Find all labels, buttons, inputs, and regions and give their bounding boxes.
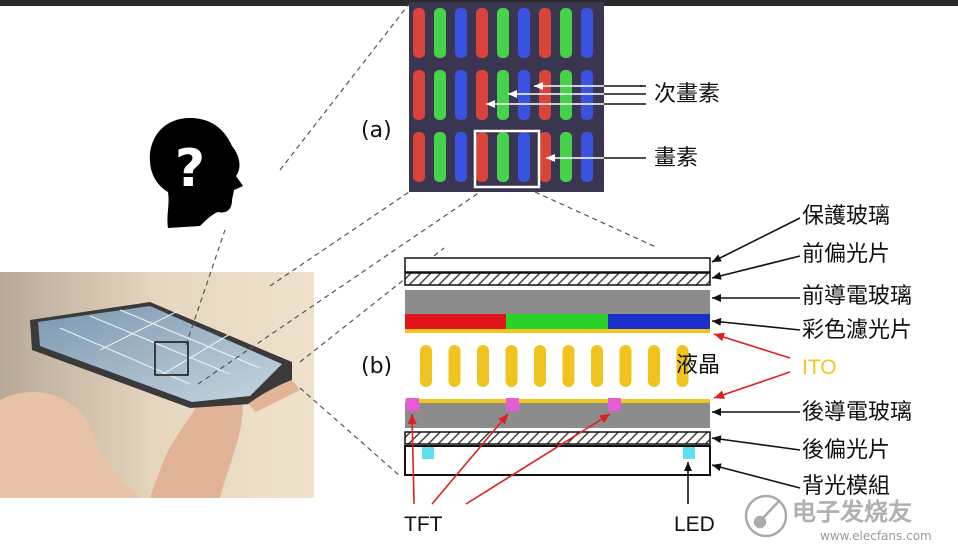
blue-filter	[608, 314, 710, 329]
subpixel-stripe	[413, 70, 425, 120]
subpixel-stripe	[413, 132, 425, 182]
layer-label-protective-glass: 保護玻璃	[802, 204, 891, 229]
smartphone-photo	[0, 272, 314, 498]
subpixel-stripe	[518, 70, 530, 120]
rear-polarizer-layer	[404, 431, 711, 445]
watermark-url: www.elecfans.com	[820, 529, 932, 543]
rear-conductive-glass-layer	[405, 403, 710, 428]
subpixel-stripe	[560, 70, 572, 120]
subpixel-stripe	[476, 132, 488, 182]
layer-label-color-filter: 彩色濾光片	[802, 318, 913, 343]
subpixel-stripe	[539, 132, 551, 182]
subpixel-stripe	[581, 70, 593, 120]
subpixel-pixel-arrows	[486, 82, 646, 162]
layer-label-backlight-module: 背光模組	[802, 474, 891, 499]
subpixel-stripe	[497, 132, 509, 182]
tft-3	[608, 398, 621, 411]
layer-label-rear-polarizer: 後偏光片	[802, 438, 891, 463]
layer-arrows	[684, 217, 801, 504]
rear-ito-layer	[405, 399, 710, 403]
subpixel-stripe	[476, 70, 488, 120]
red-filter	[405, 314, 506, 329]
layer-label-rear-conductive-glass: 後導電玻璃	[802, 400, 913, 425]
subpixel-stripe	[476, 8, 488, 58]
layer-label-front-conductive-glass: 前導電玻璃	[802, 284, 913, 309]
subpixel-stripe	[434, 132, 446, 182]
led-2	[683, 447, 695, 459]
front-conductive-glass-layer	[405, 290, 710, 314]
liquid-crystal-molecule	[448, 345, 461, 387]
subpixel-stripe	[518, 132, 530, 182]
subpixel-stripe	[539, 70, 551, 120]
green-filter	[506, 314, 608, 329]
front-ito-layer	[405, 329, 710, 333]
subpixel-stripe	[455, 132, 467, 182]
panel-b-label: (b)	[361, 354, 393, 379]
liquid-crystal-label: 液晶	[676, 353, 721, 378]
lcd-cross-section	[404, 257, 711, 476]
subpixel-stripe	[539, 8, 551, 58]
liquid-crystal-molecule	[420, 345, 432, 387]
subpixel-stripe	[581, 132, 593, 182]
head-question-icon: ?	[149, 118, 243, 228]
liquid-crystal-molecule	[619, 345, 632, 387]
tft-1	[406, 398, 419, 411]
subpixel-stripe	[413, 8, 425, 58]
protective-glass-layer	[404, 257, 711, 273]
tft-label: TFT	[404, 513, 443, 536]
subpixel-stripe	[581, 8, 593, 58]
liquid-crystal-molecule	[505, 345, 518, 387]
watermark-brand: 电子发烧友	[792, 498, 912, 526]
subpixel-stripe	[560, 8, 572, 58]
backlight-module-layer	[404, 445, 711, 476]
ito-label: ITO	[802, 356, 837, 379]
subpixel-macro-photo	[409, 2, 604, 192]
subpixel-stripe	[518, 8, 530, 58]
led-1	[422, 447, 434, 459]
liquid-crystal-molecule	[591, 345, 603, 387]
layer-label-front-polarizer: 前偏光片	[802, 242, 891, 267]
subpixel-stripe	[497, 8, 509, 58]
red-arrows	[407, 332, 791, 505]
liquid-crystal-molecule	[648, 345, 660, 387]
front-polarizer-layer	[404, 272, 711, 286]
subpixel-stripe	[434, 70, 446, 120]
svg-text:?: ?	[175, 139, 205, 199]
subpixel-stripe	[497, 70, 509, 120]
subpixel-stripe	[455, 70, 467, 120]
liquid-crystal-molecule	[477, 345, 489, 387]
subpixel-stripe	[455, 8, 467, 58]
subpixel-stripe	[434, 8, 446, 58]
subpixel-stripe	[560, 132, 572, 182]
led-label: LED	[674, 513, 715, 536]
watermark-logo-icon	[744, 494, 788, 538]
liquid-crystal-layer	[420, 345, 689, 387]
liquid-crystal-molecule	[562, 345, 575, 387]
liquid-crystal-molecule	[676, 345, 689, 387]
subpixel-label: 次畫素	[654, 82, 721, 107]
tft-2	[506, 398, 519, 411]
panel-a-label: (a)	[361, 118, 392, 143]
pixel-label: 畫素	[654, 146, 699, 171]
liquid-crystal-molecule	[534, 345, 546, 387]
